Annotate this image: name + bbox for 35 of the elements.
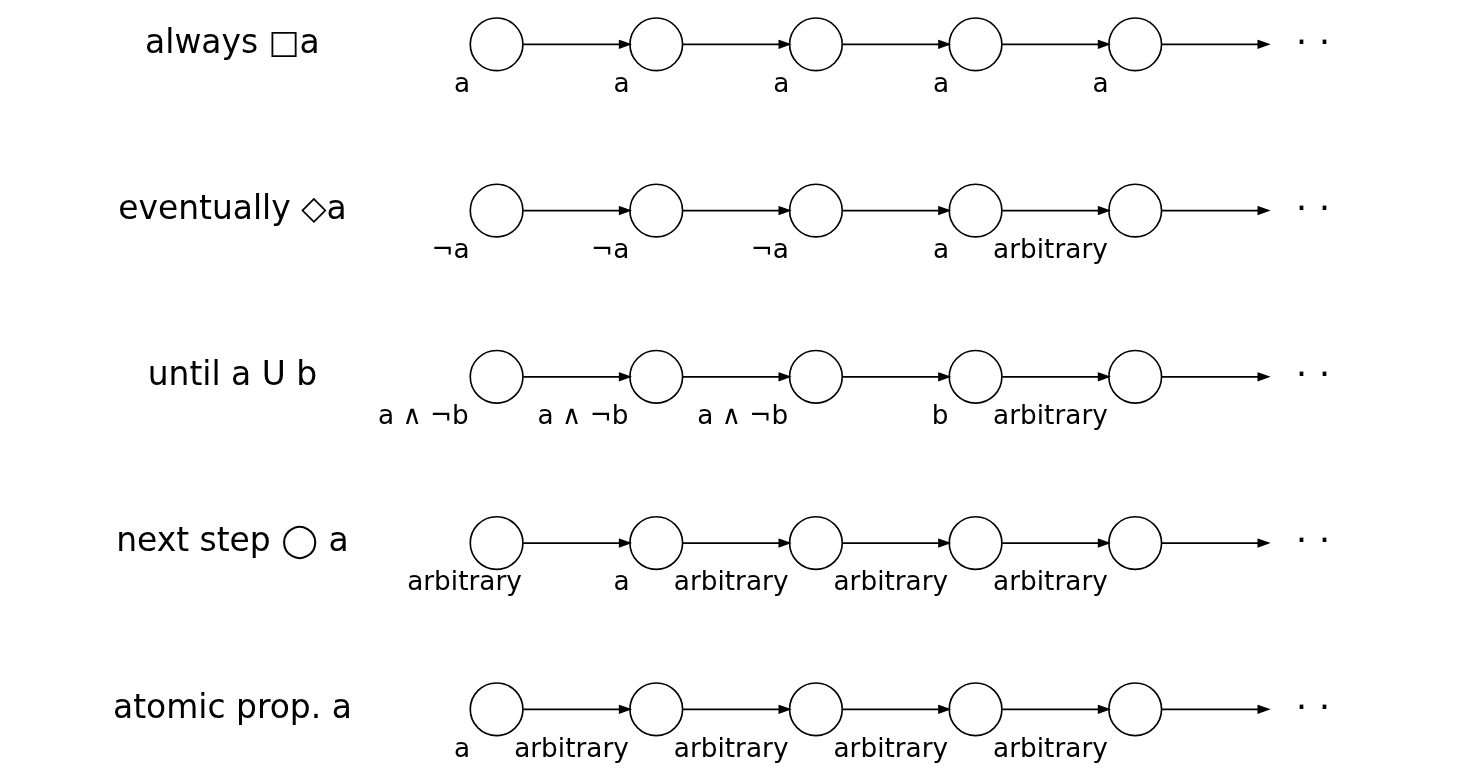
- label: always □a: [144, 21, 320, 61]
- node-text: · ·: [1295, 684, 1330, 728]
- node-label: ¬a: [430, 234, 470, 264]
- node-label: arbitrary: [992, 234, 1108, 264]
- label: atomic prop. a: [112, 686, 352, 726]
- node-text: · ·: [1295, 518, 1330, 562]
- label: eventually ◇a: [117, 187, 347, 227]
- node-label: a: [613, 67, 630, 98]
- node-text: · ·: [1295, 19, 1330, 63]
- node-label: ¬a: [750, 234, 789, 264]
- node-label: arbitrary: [406, 566, 522, 597]
- node-label: a: [453, 67, 470, 98]
- node-label: arbitrary: [832, 732, 948, 763]
- node-label: arbitrary: [992, 400, 1108, 431]
- node-text: · ·: [1295, 185, 1330, 229]
- node-label: arbitrary: [673, 732, 788, 763]
- node-label: arbitrary: [673, 566, 788, 597]
- node-label: a ∧ ¬b: [696, 400, 788, 431]
- node-label: a: [932, 234, 949, 264]
- node-label: b: [931, 400, 949, 431]
- node-label: arbitrary: [992, 732, 1108, 763]
- node-label: arbitrary: [832, 566, 948, 597]
- node-label: arbitrary: [992, 566, 1108, 597]
- node-label: ¬a: [590, 234, 629, 264]
- node-label: a ∧ ¬b: [537, 400, 628, 431]
- node-label: a ∧ ¬b: [377, 400, 469, 431]
- node-label: a: [772, 67, 789, 98]
- node-label: arbitrary: [513, 732, 629, 763]
- node-label: a: [1092, 67, 1109, 98]
- node-label: a: [453, 732, 470, 763]
- node-label: a: [613, 566, 630, 597]
- node-text: · ·: [1295, 352, 1330, 396]
- label: until a U b: [147, 354, 317, 394]
- node-label: a: [932, 67, 949, 98]
- label: next step ◯ a: [115, 520, 349, 560]
